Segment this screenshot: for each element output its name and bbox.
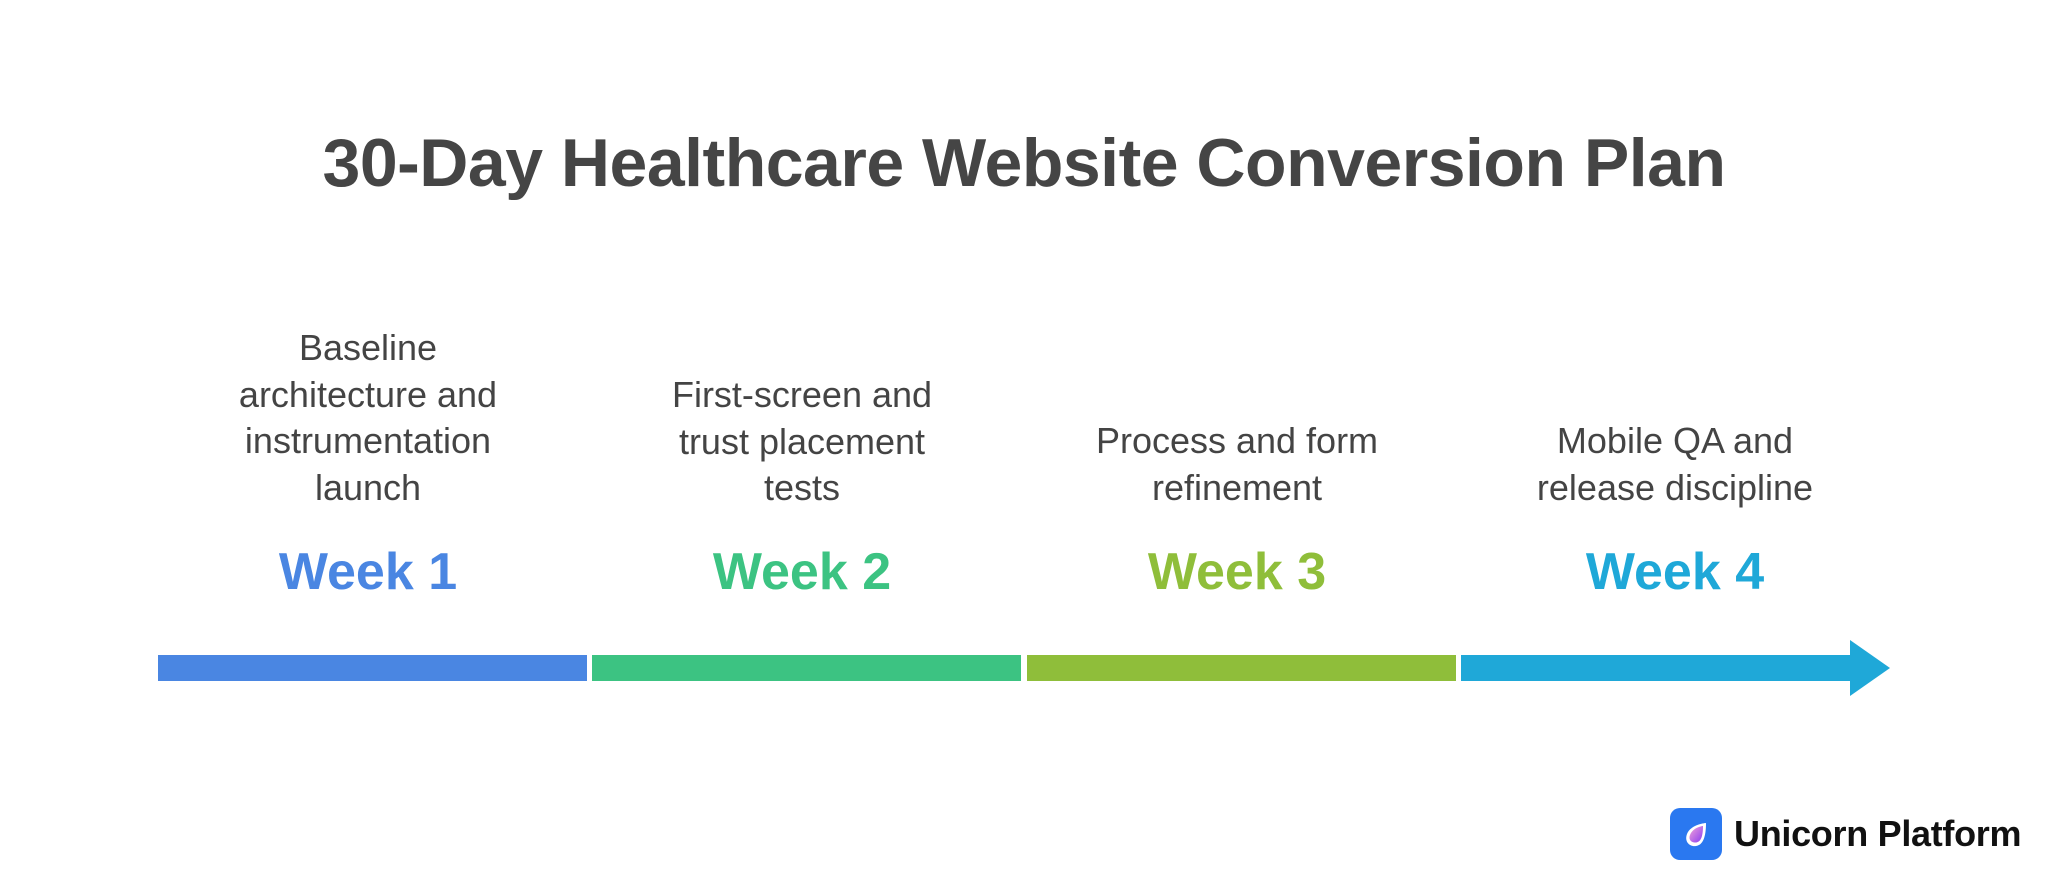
unicorn-drop-logo-icon [1670, 808, 1722, 860]
week-3-label: Week 3 [1147, 543, 1327, 601]
week-4-label: Week 4 [1585, 543, 1765, 601]
week-1-column: Baseline architecture and instrumentatio… [158, 0, 578, 884]
brand-name: Unicorn Platform [1734, 813, 2022, 854]
week-2-label: Week 2 [712, 543, 892, 601]
diagram-title: 30-Day Healthcare Website Conversion Pla… [322, 125, 1726, 201]
week-3-description: Process and form refinement [1095, 420, 1379, 508]
timeline-arrowhead [1850, 640, 1890, 696]
week-1-segment [158, 655, 587, 681]
brand-logo: Unicorn Platform [1670, 808, 2022, 860]
week-2-column: First-screen and trust placement tests W… [592, 0, 1012, 884]
week-3-segment [1027, 655, 1456, 681]
week-3-column: Process and form refinement Week 3 [1027, 0, 1447, 884]
week-2-description: First-screen and trust placement tests [671, 374, 933, 508]
week-1-label: Week 1 [278, 543, 458, 601]
week-4-segment [1461, 655, 1851, 681]
week-1-description: Baseline architecture and instrumentatio… [238, 327, 498, 508]
week-2-segment [592, 655, 1021, 681]
week-4-description: Mobile QA and release discipline [1536, 420, 1814, 508]
week-4-column: Mobile QA and release discipline Week 4 [1465, 0, 1885, 884]
